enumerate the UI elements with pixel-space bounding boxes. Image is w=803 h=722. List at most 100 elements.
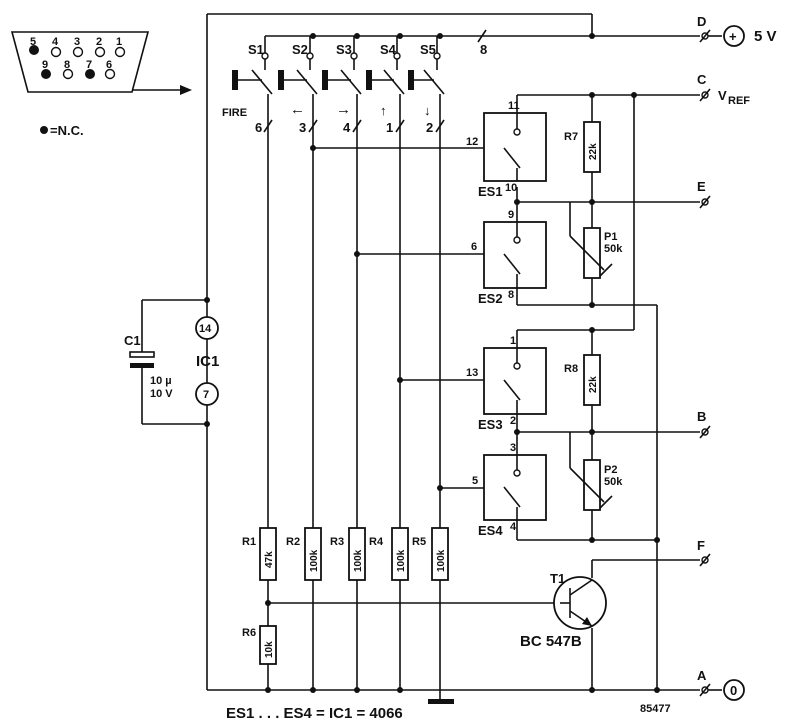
switch-s4: S4 ↑ 1 <box>366 42 405 135</box>
r5-label: R5 <box>412 536 426 548</box>
connector-pin-label: 1 <box>116 36 122 48</box>
resistor-r8: 22k R8 <box>564 354 601 406</box>
nc-dot-icon <box>40 126 48 134</box>
terminal-d-symbol: + <box>729 29 737 44</box>
capacitor-c1: C1 10 µ 10 V <box>124 333 173 400</box>
vref-subscript: REF <box>728 95 750 107</box>
es4-pin-in: 3 <box>510 442 516 454</box>
terminal-d-label: D <box>697 14 706 29</box>
terminal-a-label: A <box>697 668 707 683</box>
common-pin-label: 8 <box>480 42 487 57</box>
switch-label: S2 <box>292 42 308 57</box>
terminal-d: D + 5 V <box>697 14 777 47</box>
r8-label: R8 <box>564 363 578 375</box>
ic1-label: IC1 <box>196 353 219 370</box>
analog-switch-es3: 1 2 13 ES3 <box>466 335 547 432</box>
vref-label: V <box>718 88 727 103</box>
ground-terminal-icon <box>723 679 745 701</box>
switch-s1: S1 FIRE 6 <box>222 42 273 135</box>
terminal-a-symbol: 0 <box>730 683 737 698</box>
ground-symbol-icon <box>428 699 454 704</box>
p1-label: P1 <box>604 231 617 243</box>
p2-value: 50k <box>604 476 623 488</box>
switch-label: S5 <box>420 42 436 57</box>
r3-label: R3 <box>330 536 344 548</box>
switch-label: S1 <box>248 42 264 57</box>
switch-pin-label: 4 <box>343 120 351 135</box>
switch-label: S4 <box>380 42 397 57</box>
r4-label: R4 <box>369 536 384 548</box>
es1-label: ES1 <box>478 184 503 199</box>
es2-pin-out: 8 <box>508 289 514 301</box>
es4-label: ES4 <box>478 523 503 538</box>
es1-pin-in: 11 <box>508 100 520 112</box>
figure-code: 85477 <box>640 703 671 715</box>
es2-pin-in: 9 <box>508 209 514 221</box>
connector-pin-label: 2 <box>96 36 102 48</box>
switch-pin-label: 3 <box>299 120 306 135</box>
arrow-down-icon: ↓ <box>424 103 431 118</box>
switch-pin-label: 2 <box>426 120 433 135</box>
c1-label: C1 <box>124 333 141 348</box>
c1-voltage: 10 V <box>150 388 173 400</box>
r7-label: R7 <box>564 131 578 143</box>
es3-pin-in: 1 <box>510 335 516 347</box>
r6-value: 10k <box>264 641 275 658</box>
resistor-r3: 100k R3 <box>330 527 366 581</box>
analog-switch-es1: 11 10 12 ES1 <box>466 100 547 199</box>
t1-label: T1 <box>550 571 565 586</box>
connector-pin-label: 6 <box>106 59 112 71</box>
terminal-c: C V REF <box>697 72 750 107</box>
switch-pin-label: 1 <box>386 120 393 135</box>
resistor-r5: 100k R5 <box>412 527 449 581</box>
footer-note: ES1 . . . ES4 = IC1 = 4066 <box>226 705 403 722</box>
terminal-e-label: E <box>697 179 706 194</box>
dsub-connector-icon: 5 4 3 2 1 9 8 7 6 <box>10 31 150 93</box>
es4-pin-ctrl: 5 <box>472 475 478 487</box>
terminal-f-label: F <box>697 538 705 553</box>
connector-pin-label: 5 <box>30 36 36 48</box>
r1-value: 47k <box>264 551 275 568</box>
arrow-right-icon <box>132 85 192 95</box>
fire-label: FIRE <box>222 107 247 119</box>
es1-pin-out: 10 <box>505 182 517 194</box>
resistor-r4: 100k R4 <box>369 527 409 581</box>
r2-value: 100k <box>309 549 320 572</box>
ic1-pin-vdd: 14 <box>199 323 212 335</box>
connector-pin-label: 8 <box>64 59 70 71</box>
r7-value: 22k <box>588 143 599 160</box>
nc-legend: =N.C. <box>50 123 84 138</box>
switch-s5: S5 ↓ 2 <box>408 42 445 135</box>
es2-label: ES2 <box>478 291 503 306</box>
resistor-r2: 100k R2 <box>286 527 322 581</box>
p2-label: P2 <box>604 464 617 476</box>
switch-pin-label: 6 <box>255 120 262 135</box>
wiring <box>141 13 700 700</box>
junction-dots <box>204 33 660 693</box>
switch-label: S3 <box>336 42 352 57</box>
es2-pin-ctrl: 6 <box>471 241 477 253</box>
terminal-e: E <box>697 179 711 209</box>
ic1-supply: 14 7 IC1 <box>195 316 219 406</box>
t1-type: BC 547B <box>520 633 582 650</box>
es3-pin-ctrl: 13 <box>466 367 478 379</box>
resistor-r6: 10k R6 <box>242 625 277 665</box>
connector-pin-label: 4 <box>52 36 59 48</box>
potentiometer-p2: P2 50k <box>569 459 623 511</box>
connector-pin-label: 9 <box>42 59 48 71</box>
terminal-b-label: B <box>697 409 706 424</box>
r8-value: 22k <box>588 376 599 393</box>
plus-icon <box>723 25 745 47</box>
transistor-t1: T1 BC 547B <box>520 571 607 650</box>
ic1-pin-vss: 7 <box>203 389 209 401</box>
r5-value: 100k <box>436 549 447 572</box>
analog-switch-es4: 3 4 5 ES4 <box>472 442 547 538</box>
es3-label: ES3 <box>478 417 503 432</box>
terminal-f: F <box>697 538 711 567</box>
supply-voltage-label: 5 V <box>754 28 777 45</box>
arrow-right-icon: → <box>336 101 351 118</box>
terminal-a: A 0 <box>697 668 745 701</box>
r1-label: R1 <box>242 536 256 548</box>
connector-pin-label: 3 <box>74 36 80 48</box>
